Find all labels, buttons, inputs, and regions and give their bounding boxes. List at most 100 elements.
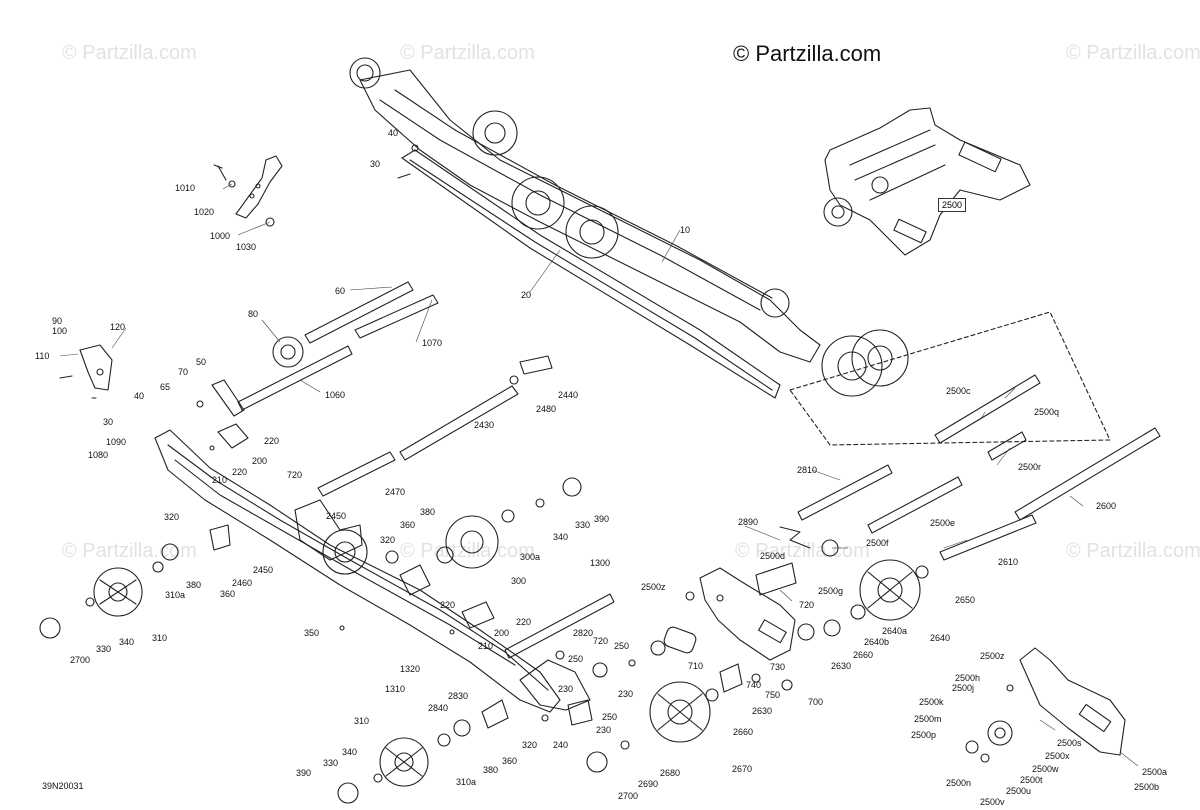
callout-390-b[interactable]: 390 [296,768,312,778]
callout-1320[interactable]: 1320 [400,664,421,674]
boxed-callout-2500[interactable]: 2500 [938,198,967,212]
callout-2700-b[interactable]: 2700 [618,791,639,801]
callout-2450-a[interactable]: 2450 [326,511,347,521]
callout-200-b[interactable]: 200 [494,628,510,638]
callout-360-c[interactable]: 360 [502,756,518,766]
callout-2650[interactable]: 2650 [955,595,976,605]
callout-20[interactable]: 20 [521,290,532,300]
callout-2430[interactable]: 2430 [474,420,495,430]
callout-210-b[interactable]: 210 [478,641,494,651]
callout-250-b[interactable]: 250 [568,654,584,664]
callout-330-c[interactable]: 330 [323,758,339,768]
callout-1020[interactable]: 1020 [194,207,215,217]
callout-380-c[interactable]: 380 [483,765,499,775]
callout-2660-a[interactable]: 2660 [853,650,874,660]
callout-2500h[interactable]: 2500h [955,673,981,683]
callout-1070[interactable]: 1070 [422,338,443,348]
callout-220-c[interactable]: 220 [440,600,456,610]
callout-100[interactable]: 100 [52,326,68,336]
callout-250-c[interactable]: 250 [602,712,618,722]
callout-70[interactable]: 70 [178,367,189,377]
callout-2840[interactable]: 2840 [428,703,449,713]
callout-110[interactable]: 110 [35,351,50,361]
callout-2470[interactable]: 2470 [385,487,406,497]
callout-2500n[interactable]: 2500n [946,778,972,788]
callout-310-a[interactable]: 310 [152,633,168,643]
callout-2500t[interactable]: 2500t [1020,775,1043,785]
callout-2700-a[interactable]: 2700 [70,655,91,665]
callout-210-a[interactable]: 210 [212,475,228,485]
callout-720-c[interactable]: 720 [593,636,609,646]
callout-350[interactable]: 350 [304,628,320,638]
callout-720-b[interactable]: 720 [799,600,815,610]
callout-2500r[interactable]: 2500r [1018,462,1042,472]
callout-230-a[interactable]: 230 [618,689,634,699]
callout-2500q[interactable]: 2500q [1034,407,1060,417]
callout-2500d[interactable]: 2500d [760,551,786,561]
callout-40-left[interactable]: 40 [134,391,145,401]
callout-2500z-a[interactable]: 2500z [641,582,666,592]
callout-2440[interactable]: 2440 [558,390,579,400]
callout-2630-a[interactable]: 2630 [831,661,852,671]
callout-220-d[interactable]: 220 [516,617,532,627]
callout-2500x[interactable]: 2500x [1045,751,1070,761]
callout-1060[interactable]: 1060 [325,390,346,400]
callout-2670[interactable]: 2670 [732,764,753,774]
callout-330-a[interactable]: 330 [96,644,112,654]
callout-2450-b[interactable]: 2450 [253,565,274,575]
callout-2640[interactable]: 2640 [930,633,951,643]
callout-740[interactable]: 740 [746,680,762,690]
callout-2500m[interactable]: 2500m [914,714,942,724]
callout-2610[interactable]: 2610 [998,557,1019,567]
callout-2460[interactable]: 2460 [232,578,253,588]
callout-310a-a[interactable]: 310a [165,590,186,600]
callout-60[interactable]: 60 [335,286,346,296]
callout-710[interactable]: 710 [688,661,704,671]
callout-2810[interactable]: 2810 [797,465,818,475]
callout-50[interactable]: 50 [196,357,207,367]
callout-2830[interactable]: 2830 [448,691,469,701]
callout-2690[interactable]: 2690 [638,779,659,789]
callout-1310[interactable]: 1310 [385,684,406,694]
callout-340-c[interactable]: 340 [342,747,358,757]
callout-80[interactable]: 80 [248,309,259,319]
callout-2500c[interactable]: 2500c [946,386,971,396]
callout-2680[interactable]: 2680 [660,768,681,778]
callout-360-b[interactable]: 360 [400,520,416,530]
callout-310-b[interactable]: 310 [354,716,370,726]
callout-720-a[interactable]: 720 [287,470,303,480]
callout-2500f[interactable]: 2500f [866,538,889,548]
callout-340-a[interactable]: 340 [119,637,135,647]
callout-390-a[interactable]: 390 [594,514,610,524]
callout-65[interactable]: 65 [160,382,171,392]
callout-1010[interactable]: 1010 [175,183,196,193]
callout-30-top[interactable]: 30 [370,159,381,169]
callout-2500j[interactable]: 2500j [952,683,975,693]
callout-2600[interactable]: 2600 [1096,501,1117,511]
callout-2820[interactable]: 2820 [573,628,594,638]
callout-360-a[interactable]: 360 [220,589,236,599]
callout-330-b[interactable]: 330 [575,520,591,530]
callout-230-b[interactable]: 230 [558,684,574,694]
callout-2480[interactable]: 2480 [536,404,557,414]
callout-240[interactable]: 240 [553,740,569,750]
callout-230-c[interactable]: 230 [596,725,612,735]
callout-1090[interactable]: 1090 [106,437,127,447]
callout-2500s[interactable]: 2500s [1057,738,1082,748]
callout-250-a[interactable]: 250 [614,641,630,651]
callout-380-a[interactable]: 380 [186,580,202,590]
callout-2500v[interactable]: 2500v [980,797,1005,807]
callout-320-c[interactable]: 320 [522,740,538,750]
callout-2500g[interactable]: 2500g [818,586,844,596]
callout-2500k[interactable]: 2500k [919,697,944,707]
callout-40-top[interactable]: 40 [388,128,399,138]
callout-2500z-b[interactable]: 2500z [980,651,1005,661]
callout-1030[interactable]: 1030 [236,242,257,252]
callout-2660-b[interactable]: 2660 [733,727,754,737]
callout-2640b[interactable]: 2640b [864,637,890,647]
callout-380-b[interactable]: 380 [420,507,436,517]
callout-2500p[interactable]: 2500p [911,730,937,740]
callout-310a-b[interactable]: 310a [456,777,477,787]
callout-2500a[interactable]: 2500a [1142,767,1168,777]
callout-320-a[interactable]: 320 [164,512,180,522]
